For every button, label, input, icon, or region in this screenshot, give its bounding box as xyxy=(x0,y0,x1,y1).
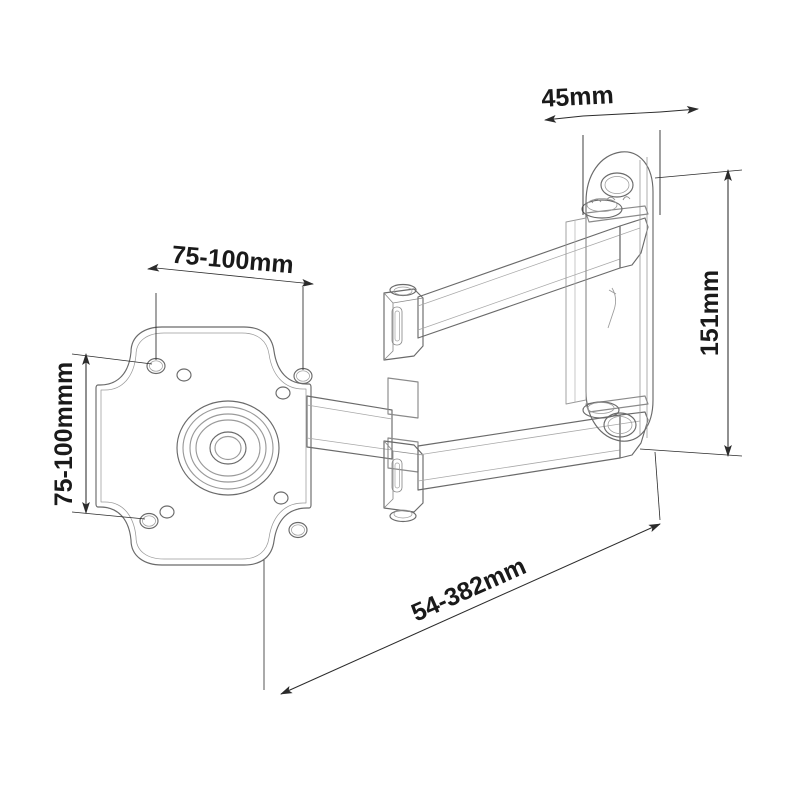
lower-arm-wall-flare xyxy=(619,411,649,459)
dimension-vesa-vertical: 75-100mmm xyxy=(50,353,153,520)
upper-pivot-barrel xyxy=(387,377,419,419)
dim-45mm-label: 45mm xyxy=(541,81,615,113)
wall-top-bolt-head-third xyxy=(622,196,631,201)
upper-pivot-cap xyxy=(389,283,417,297)
dim-extension-leader-right xyxy=(654,451,661,521)
vesa-inner-hole-top-right xyxy=(275,386,291,400)
vesa-hole-bottom-left-inner xyxy=(142,515,156,527)
upper-endcap-side-fold xyxy=(383,303,394,361)
lower-outer-arm-highlight-2 xyxy=(417,449,621,482)
vesa-plate-outline xyxy=(95,326,312,566)
vesa-inner-hole-bottom-right xyxy=(273,491,289,505)
wall-top-cap-nut xyxy=(581,199,623,219)
wall-center-post xyxy=(565,217,587,405)
upper-endcap-slot-outer xyxy=(391,306,403,346)
upper-endcap-slot-inner xyxy=(394,310,400,342)
dim-vesa-h-arrow-right xyxy=(301,279,314,287)
wall-top-bolt-head-right xyxy=(605,196,616,202)
wall-top-bolt-head-left xyxy=(591,198,602,204)
lower-inner-arm-highlight-1 xyxy=(306,404,393,420)
lower-pivot-cap xyxy=(389,509,417,523)
lower-arm-segment-inner xyxy=(306,395,393,460)
dimension-151mm: 151mm xyxy=(639,169,743,457)
vesa-hole-top-left-inner xyxy=(149,360,163,372)
wall-top-cap-nut-ring xyxy=(586,198,618,212)
upper-arm-wall-flare-line xyxy=(619,227,641,236)
dimension-45mm: 45mm xyxy=(541,81,699,215)
wall-plate-outline xyxy=(585,151,654,442)
lower-inner-arm-body xyxy=(306,395,393,460)
wall-latch-spring xyxy=(607,287,617,329)
vesa-inner-hole-top-left xyxy=(176,368,192,382)
vesa-hole-top-right-inner xyxy=(296,370,310,382)
dim-vesa-h-arrow-left xyxy=(147,263,160,272)
lower-arm-wall-flare-line xyxy=(619,420,641,425)
vesa-inner-hole-bottom-left xyxy=(159,505,175,519)
vesa-hole-bottom-left xyxy=(139,512,159,530)
lower-endcap-slot-inner xyxy=(394,462,400,489)
wall-latch-hook xyxy=(608,289,617,295)
lower-arm-segment-outer xyxy=(417,411,649,491)
vesa-center-boss-ring1 xyxy=(182,406,274,490)
upper-pivot-cap-inner xyxy=(393,286,413,296)
wall-top-knuckle-plate xyxy=(585,205,649,223)
upper-arm-wall-flare xyxy=(619,217,649,269)
wall-mounting-bracket xyxy=(565,151,654,442)
dim-45mm-line xyxy=(582,111,661,117)
wall-plate-hole-top-inner xyxy=(604,176,630,194)
vesa-center-hub-hole xyxy=(209,431,247,465)
elbow-joint-upper xyxy=(383,283,424,419)
lower-outer-arm-highlight-1 xyxy=(417,423,621,456)
wall-plate-hole-bottom-inner xyxy=(607,416,633,434)
wall-plate-hole-top xyxy=(600,172,634,198)
wall-bottom-cap-nut xyxy=(582,401,620,419)
dim-151mm-label: 151mm xyxy=(696,270,724,356)
vesa-center-boss-ring3 xyxy=(195,419,261,477)
dim-45mm-arrow-right xyxy=(659,105,699,114)
dim-extension-line xyxy=(280,523,661,695)
lower-endcap-slot-outer xyxy=(391,458,403,493)
vesa-plate-inner-edge xyxy=(100,332,307,560)
lower-inner-arm-highlight-2 xyxy=(306,437,393,451)
vesa-center-hub-hole-inner xyxy=(214,435,242,461)
lower-pivot-cap-inner xyxy=(393,509,413,519)
vesa-center-boss-ring2 xyxy=(189,413,267,483)
wall-plate-hole-bottom xyxy=(603,412,637,438)
wall-bottom-cap-nut-ring xyxy=(587,402,615,414)
lower-endcap-side-fold xyxy=(383,451,394,509)
dim-vesa-h-line xyxy=(155,267,304,284)
dim-45mm-arrow-left xyxy=(544,114,584,123)
vesa-center-boss-outer xyxy=(176,400,280,496)
dim-vesa-vertical-label: 75-100mmm xyxy=(50,362,78,507)
